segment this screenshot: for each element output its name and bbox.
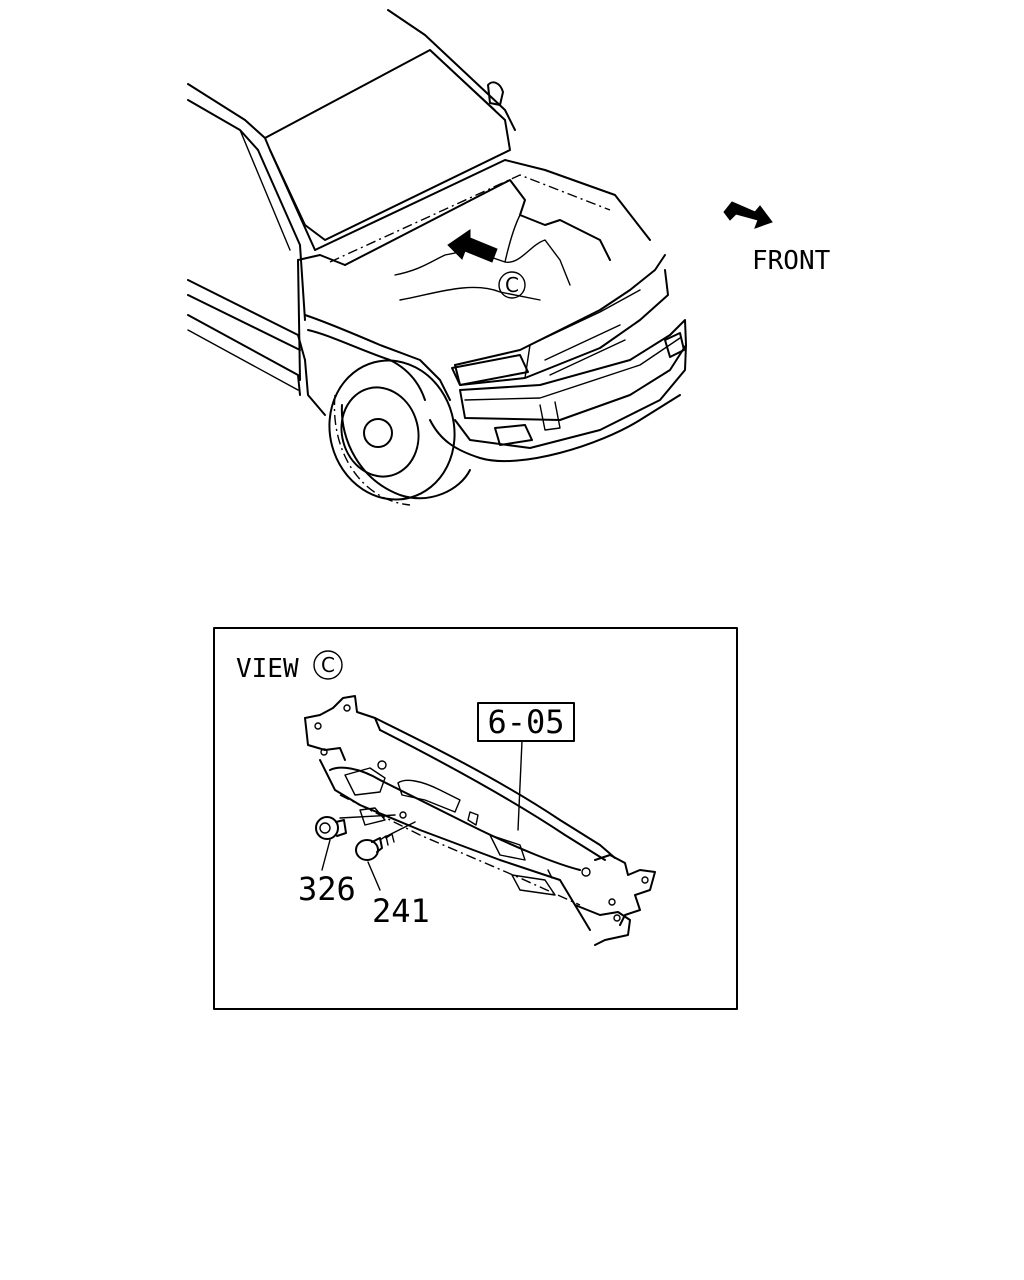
front-label: FRONT: [752, 246, 831, 276]
overview-view-marker: C: [498, 271, 526, 299]
section-reference-text: 6-05: [487, 703, 564, 741]
view-marker-letter: C: [321, 653, 335, 677]
clip-326-part: [315, 814, 396, 871]
view-direction-arrow-icon: [447, 229, 498, 263]
view-detail-frame: [213, 627, 738, 1010]
overview-marker-letter: C: [505, 273, 519, 297]
view-title-text: VIEW: [236, 654, 299, 684]
front-direction-arrow-icon: [723, 201, 773, 229]
part-326-label: 326: [298, 870, 356, 908]
section-reference-box: 6-05: [477, 702, 575, 831]
view-title: VIEW C: [236, 650, 343, 684]
cowl-panel-part: [304, 695, 656, 946]
screw-241-part: [355, 811, 416, 891]
vehicle-overview: [187, 9, 687, 506]
part-241-label: 241: [372, 892, 430, 930]
